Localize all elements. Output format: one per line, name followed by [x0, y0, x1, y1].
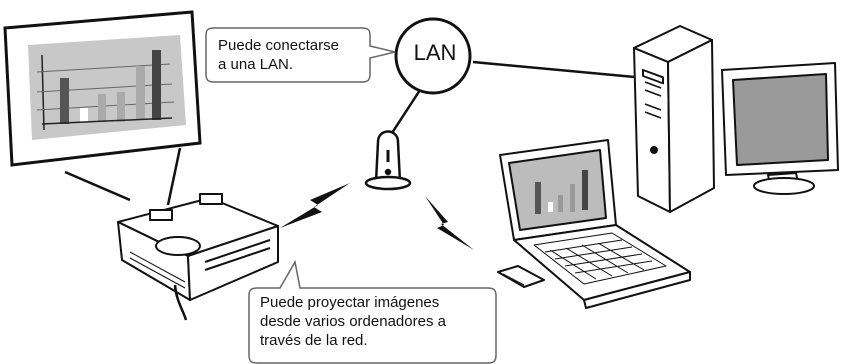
wireless-signal-icon-left [280, 183, 350, 228]
access-point-icon [364, 130, 412, 191]
desktop-tower-icon [633, 25, 715, 213]
lan-to-desktop-line [472, 60, 646, 80]
connection-lines [64, 60, 646, 206]
callout-bottom-bubble [248, 259, 497, 364]
callout-top-line-1: Puede conectarse [218, 37, 339, 54]
lan-to-access-point-line [390, 89, 422, 134]
callout-bottom-line-2: desde varios ordenadores a [260, 313, 446, 330]
callout-bottom-text: Puede proyectar imágenes desde varios or… [260, 293, 446, 350]
laptop-chart-icon [535, 170, 588, 214]
screen-to-projector-line-right [166, 147, 182, 206]
projector-icon [117, 193, 279, 321]
screen-to-projector-line-left [64, 170, 131, 202]
callout-top-line-2: a una LAN. [218, 56, 294, 73]
callout-bottom-line-3: través de la red. [260, 332, 368, 349]
wireless-signal-icon-right [425, 196, 474, 250]
callout-top-text: Puede conectarse a una LAN. [218, 36, 339, 74]
lan-circle [394, 17, 472, 95]
callout-bottom-line-1: Puede proyectar imágenes [260, 294, 440, 311]
laptop-keyboard [533, 232, 667, 285]
lan-label: LAN [413, 40, 457, 65]
screen-chart-icon [36, 50, 175, 131]
projection-screen [3, 10, 202, 167]
laptop-icon [497, 139, 691, 309]
callout-top-bubble [205, 27, 396, 83]
desktop-monitor-icon [721, 62, 839, 195]
